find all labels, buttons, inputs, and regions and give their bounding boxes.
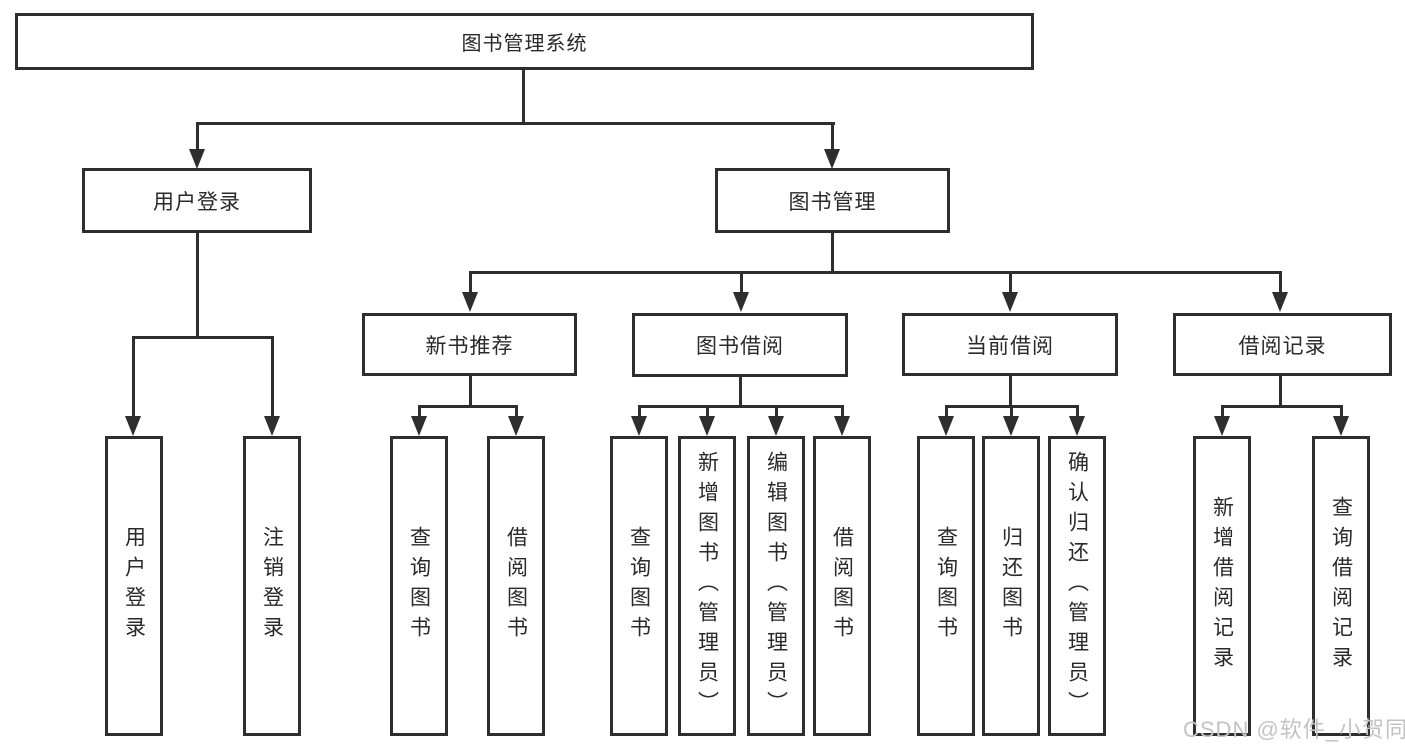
leaf-confirm-return-admin: 确认归还（管理员） — [1048, 436, 1106, 736]
connector-line — [1076, 407, 1079, 417]
connector-line — [469, 273, 472, 293]
csdn-watermark: CSDN @软件_小贺同学 — [1183, 717, 1405, 742]
arrowhead-down-icon — [699, 416, 715, 436]
connector-line — [196, 124, 199, 151]
node-user-login: 用户登录 — [82, 168, 312, 233]
connector-line — [1279, 375, 1282, 407]
node-new-book-recommend: 新书推荐 — [362, 313, 577, 376]
arrowhead-down-icon — [834, 416, 850, 436]
node-current-borrow: 当前借阅 — [902, 313, 1118, 376]
leaf-borrow-book-2: 借阅图书 — [813, 436, 871, 736]
leaf-edit-book-admin: 编辑图书（管理员） — [747, 436, 805, 736]
connector-line — [945, 405, 1079, 408]
connector-line — [1009, 273, 1012, 293]
connector-line — [638, 405, 844, 408]
connector-line — [945, 407, 948, 417]
arrowhead-down-icon — [768, 416, 784, 436]
connector-line — [522, 70, 525, 125]
leaf-logout: 注销登录 — [243, 436, 301, 736]
arrowhead-down-icon — [1272, 292, 1288, 312]
connector-line — [132, 336, 274, 339]
arrowhead-down-icon — [1214, 416, 1230, 436]
connector-line — [196, 233, 199, 338]
connector-line — [831, 233, 834, 273]
connector-line — [775, 407, 778, 417]
connector-line — [739, 375, 742, 407]
connector-line — [196, 122, 835, 125]
connector-line — [418, 407, 421, 417]
node-borrow-records: 借阅记录 — [1173, 313, 1392, 376]
leaf-add-book-admin: 新增图书（管理员） — [678, 436, 736, 736]
leaf-add-borrow-record: 新增借阅记录 — [1193, 436, 1251, 736]
arrowhead-down-icon — [1069, 416, 1085, 436]
arrowhead-down-icon — [189, 149, 205, 169]
connector-line — [271, 338, 274, 417]
arrowhead-down-icon — [411, 416, 427, 436]
connector-line — [132, 338, 135, 417]
connector-line — [469, 375, 472, 407]
node-root: 图书管理系统 — [15, 13, 1034, 70]
arrowhead-down-icon — [1002, 292, 1018, 312]
leaf-query-book-2: 查询图书 — [610, 436, 668, 736]
connector-line — [418, 405, 518, 408]
node-book-borrow: 图书借阅 — [632, 313, 848, 377]
arrowhead-down-icon — [508, 416, 524, 436]
connector-line — [831, 124, 834, 151]
leaf-query-book-1: 查询图书 — [390, 436, 448, 736]
leaf-borrow-book-1: 借阅图书 — [487, 436, 545, 736]
arrowhead-down-icon — [631, 416, 647, 436]
arrowhead-down-icon — [125, 416, 141, 436]
connector-line — [1221, 405, 1343, 408]
leaf-query-borrow-record: 查询借阅记录 — [1312, 436, 1370, 736]
leaf-query-book-3: 查询图书 — [917, 436, 975, 736]
connector-line — [515, 407, 518, 417]
leaf-return-book: 归还图书 — [982, 436, 1040, 736]
arrowhead-down-icon — [824, 149, 840, 169]
arrowhead-down-icon — [1003, 416, 1019, 436]
connector-line — [841, 407, 844, 417]
connector-line — [1340, 407, 1343, 417]
connector-line — [1009, 375, 1012, 407]
arrowhead-down-icon — [462, 292, 478, 312]
arrowhead-down-icon — [264, 416, 280, 436]
connector-line — [740, 273, 743, 293]
connector-line — [638, 407, 641, 417]
leaf-user-login: 用户登录 — [105, 436, 163, 736]
connector-line — [1221, 407, 1224, 417]
connector-line — [706, 407, 709, 417]
arrowhead-down-icon — [938, 416, 954, 436]
connector-line — [469, 271, 1282, 274]
node-book-management: 图书管理 — [715, 168, 950, 233]
connector-line — [1279, 273, 1282, 293]
arrowhead-down-icon — [733, 292, 749, 312]
connector-line — [1010, 407, 1013, 417]
arrowhead-down-icon — [1333, 416, 1349, 436]
